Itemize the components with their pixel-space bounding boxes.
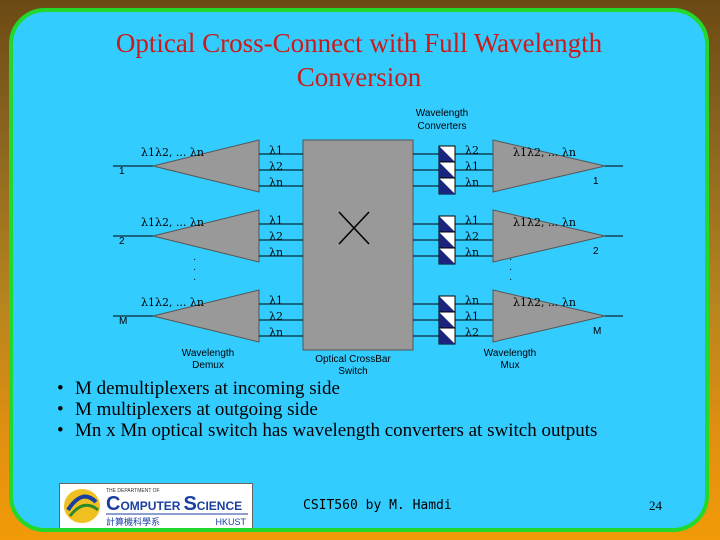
bullet-marker: • [57,378,64,399]
demux-triangle [152,289,260,343]
mux-label-1: Wavelength [484,348,536,359]
bullet-item: • M demultiplexers at incoming side [57,378,655,399]
demux-output-wavelength: λ2 [269,310,283,323]
input-port-label: M [119,316,127,327]
ellipsis-dot: · [509,264,512,275]
logo-cience: CIENCE [197,499,242,513]
converter-fill [439,178,455,194]
mux-input-wavelength: λn [465,176,479,189]
converters-label-1: Wavelength [416,108,468,119]
mux-input-wavelength: λn [465,294,479,307]
logo-c: C [106,493,120,515]
oxc-diagram: Wavelength Converters 1 λ1λ2, ... λn λ1 λ2 λ… [113,108,623,377]
output-port-label: 1 [593,176,599,187]
mux-input-wavelength: λ1 [465,310,479,323]
footer-author: CSIT560 by M. Hamdi [303,498,452,513]
input-port-label: 2 [119,236,125,247]
demux-label-2: Demux [192,360,224,371]
converter-fill [439,232,455,248]
bullet-item: • M multiplexers at outgoing side [57,399,655,420]
page-number: 24 [649,498,662,513]
switch-label-1: Optical CrossBar [315,354,391,365]
slide: Optical Cross-Connect with Full Waveleng… [9,8,709,532]
demux-output-wavelength: λ2 [269,230,283,243]
bullet-list: • M demultiplexers at incoming side • M mu… [57,378,655,441]
converter-fill [439,146,455,162]
mux-ellipsis: · · · [509,254,512,285]
mux-input-wavelength: λn [465,246,479,259]
output-wdm-label: λ1λ2, ... λn [513,216,576,229]
input-wdm-label: λ1λ2, ... λn [141,216,204,229]
mux-input-wavelength: λ1 [465,214,479,227]
title-line-2: Conversion [296,62,422,92]
demux-ellipsis: · · · [193,254,196,285]
demux-output-wavelength: λ1 [269,144,283,157]
converter-fill [439,312,455,328]
output-port-label: M [593,326,601,337]
input-wdm-label: λ1λ2, ... λn [141,296,204,309]
converter-fill [439,216,455,232]
logo-s: S [183,493,196,515]
demux-triangle [152,209,260,263]
mux-input-wavelength: λ2 [465,230,479,243]
mux-triangle [492,289,606,343]
bullet-marker: • [57,420,64,441]
output-wdm-label: λ1λ2, ... λn [513,146,576,159]
converters-label-2: Converters [418,121,467,132]
mux-input-wavelength: λ2 [465,144,479,157]
bullet-text: M multiplexers at outgoing side [75,399,318,420]
mux-triangle [492,209,606,263]
switch-label-2: Switch [338,366,367,377]
ellipsis-dot: · [509,274,512,285]
slide-title: Optical Cross-Connect with Full Waveleng… [13,26,705,94]
mux-label-2: Mux [501,360,520,371]
title-line-1: Optical Cross-Connect with Full Waveleng… [115,28,603,58]
converter-fill [439,162,455,178]
input-port-label: 1 [119,166,125,177]
logo-hkust: HKUST [215,517,246,527]
switch-rows: 1 λ1λ2, ... λn λ1 λ2 λn λ2 λ1 λn λ1λ2, ... λn 1 2 λ… [113,139,623,345]
output-port-label: 2 [593,246,599,257]
bullet-text: M demultiplexers at incoming side [75,378,340,399]
demux-triangle [152,139,260,193]
bullet-item: • Mn x Mn optical switch has wavelength c… [57,420,655,441]
output-wdm-label: λ1λ2, ... λn [513,296,576,309]
mux-input-wavelength: λ1 [465,160,479,173]
converter-fill [439,328,455,344]
demux-output-wavelength: λ1 [269,214,283,227]
demux-output-wavelength: λ1 [269,294,283,307]
mux-input-wavelength: λ2 [465,326,479,339]
logo-chinese: 計算機科學系 [106,516,160,528]
mux-triangle [492,139,606,193]
converter-fill [439,296,455,312]
bullet-marker: • [57,399,64,420]
demux-label-1: Wavelength [182,348,234,359]
demux-output-wavelength: λn [269,326,283,339]
ellipsis-dot: · [509,254,512,265]
logo-line-1: THE DEPARTMENT OF [106,488,160,494]
switch-x-stroke-2 [338,211,370,245]
bullet-text: Mn x Mn optical switch has wavelength co… [75,420,598,441]
ellipsis-dot: · [193,264,196,275]
crossbar-switch [302,139,414,351]
demux-output-wavelength: λn [269,176,283,189]
logo-swirl-blue [66,494,98,512]
demux-output-wavelength: λn [269,246,283,259]
logo-swirl-green [68,503,99,517]
logo-omputer: OMPUTER [120,499,180,513]
ellipsis-dot: · [193,254,196,265]
ellipsis-dot: · [193,274,196,285]
converter-fill [439,248,455,264]
input-wdm-label: λ1λ2, ... λn [141,146,204,159]
demux-output-wavelength: λ2 [269,160,283,173]
